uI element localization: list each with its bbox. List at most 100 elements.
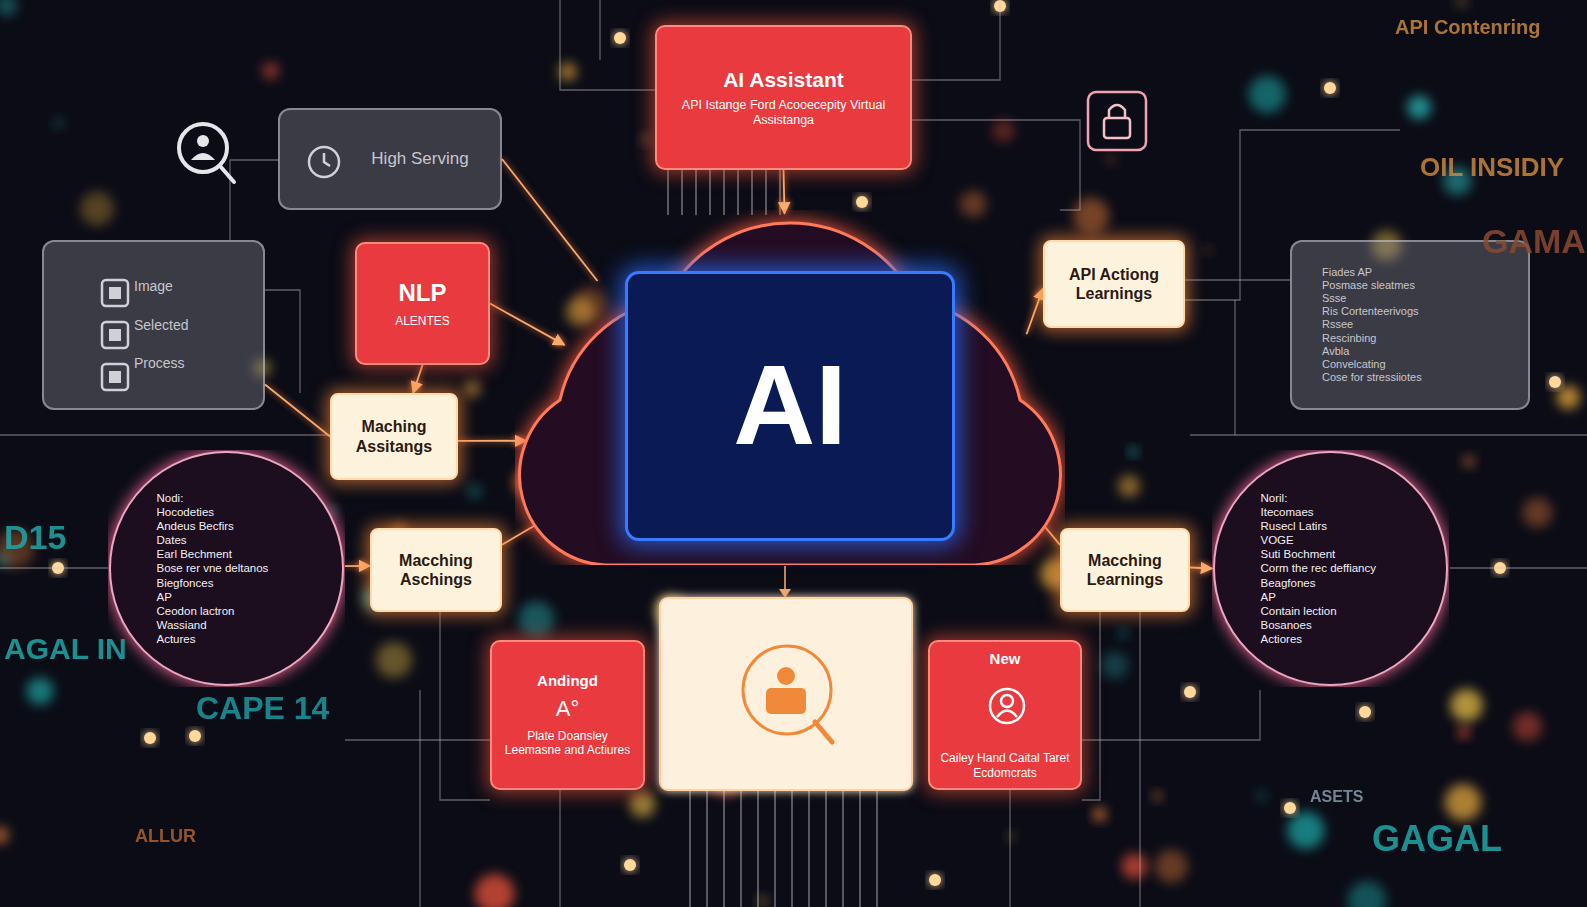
process-box: AndingdA°Plate Doansley Leemasne and Act… — [490, 640, 645, 790]
box-title: Macching Learnings — [1070, 551, 1180, 589]
search-handle — [815, 722, 832, 742]
list-item: Avbla — [1322, 345, 1349, 358]
bokeh-light — [558, 62, 577, 81]
bus-line — [667, 170, 668, 215]
background-label: CAPE 14 — [196, 690, 329, 727]
circuit-line — [912, 120, 1080, 210]
search-ring — [743, 646, 831, 734]
background-label: GAGAL — [1372, 818, 1502, 860]
bokeh-light — [1101, 652, 1128, 679]
bokeh-light — [1463, 455, 1475, 467]
list-item: Corm the rec deffiancy — [1251, 561, 1411, 575]
clock-face — [309, 147, 339, 177]
bokeh-light — [630, 792, 656, 818]
bokeh-light — [640, 134, 650, 144]
circuit-line — [265, 290, 300, 393]
list-item: Ceodon lactron — [147, 604, 307, 618]
circuit-line — [1234, 300, 1235, 435]
bokeh-light — [992, 120, 1015, 143]
list-circle: Noril:ItecomaesRusecl LatirsVOGESuti Boc… — [1212, 450, 1449, 687]
bus-line — [774, 790, 775, 907]
circuit-line — [559, 790, 560, 907]
circuit-line — [1139, 612, 1140, 907]
cloud-shape — [520, 223, 1061, 565]
box-body: Plate Doansley Leemasne and Actiures — [502, 729, 633, 758]
icon-dot — [109, 287, 121, 299]
list-item: Andeus Becfirs — [147, 519, 307, 533]
bokeh-light — [565, 297, 594, 326]
glow-dot — [614, 32, 626, 44]
circuit-line — [912, 0, 1000, 80]
bokeh-light — [464, 380, 481, 397]
background-label: OIL INSIDIY — [1420, 152, 1564, 183]
bokeh-light — [1455, 0, 1467, 7]
connector-arrow — [784, 170, 785, 214]
list-item: VOGE — [1251, 533, 1411, 547]
bokeh-light — [1105, 153, 1117, 165]
list-item: Rescinbing — [1322, 332, 1376, 345]
bokeh-light — [1204, 246, 1212, 254]
bus-line — [779, 170, 780, 215]
list-item: Cose for stressiiotes — [1322, 371, 1422, 384]
list-item: Suti Bochment — [1251, 547, 1411, 561]
circuit-line — [1082, 690, 1260, 740]
circle-shape — [1214, 452, 1447, 685]
sq-icon — [94, 272, 138, 316]
list-item: AP — [1251, 590, 1411, 604]
icon-head — [197, 135, 209, 147]
bokeh-light — [475, 874, 515, 907]
box-title: New — [990, 650, 1021, 668]
centre-box — [660, 566, 912, 790]
glow-dot — [1359, 706, 1371, 718]
bokeh-light — [1155, 850, 1188, 883]
bus-line — [765, 170, 766, 215]
icon-square — [102, 280, 128, 306]
grey-panel: High Serving — [278, 108, 502, 210]
bokeh-light — [1450, 689, 1482, 721]
bokeh-light — [758, 896, 768, 906]
bokeh-light — [1093, 808, 1107, 822]
centre-panel — [660, 598, 912, 790]
bokeh-light — [1152, 791, 1162, 801]
background-label: ALLUR — [135, 826, 196, 847]
search-user-icon — [179, 124, 234, 182]
list-item: Rssee — [1322, 318, 1353, 331]
sq-icon — [94, 356, 138, 400]
circuit-line — [599, 0, 600, 60]
bokeh-light — [1458, 726, 1470, 738]
bus-line — [681, 170, 682, 215]
bokeh-light — [1445, 784, 1481, 820]
list-item: Bosanoes — [1251, 618, 1411, 632]
lock-shackle — [1109, 105, 1125, 118]
clock-icon — [302, 140, 346, 184]
process-box: API Actiong Learnings — [1043, 240, 1185, 328]
list-item: Dates — [147, 533, 307, 547]
person-head — [777, 667, 795, 685]
bus-line — [808, 790, 809, 907]
person-ring — [990, 689, 1024, 723]
bokeh-light — [53, 118, 64, 129]
glow-dot — [624, 859, 636, 871]
process-box: Macching Aschings — [370, 528, 502, 612]
person-head — [1001, 695, 1013, 707]
grey-panel: ImageSelectedProcess — [42, 240, 265, 410]
bokeh-light — [1006, 832, 1015, 841]
bus-line — [723, 170, 724, 215]
circuit-line — [1082, 612, 1100, 800]
list-item: Selected — [134, 317, 188, 334]
icon-dot — [109, 329, 121, 341]
bus-line — [751, 170, 752, 215]
bokeh-light — [1557, 386, 1581, 410]
bokeh-light — [0, 0, 17, 16]
list-item: Nodi: — [147, 491, 307, 505]
box-title: Macching Aschings — [380, 551, 492, 589]
bokeh-light — [1348, 881, 1387, 907]
bus-line — [695, 170, 696, 215]
list-item: High Serving — [371, 149, 468, 169]
process-box: Maching Assitangs — [330, 393, 458, 480]
box-title: Andingd — [537, 672, 598, 690]
bokeh-light — [376, 642, 412, 678]
circuit-line — [440, 612, 490, 800]
list-item: Rusecl Latirs — [1251, 519, 1411, 533]
